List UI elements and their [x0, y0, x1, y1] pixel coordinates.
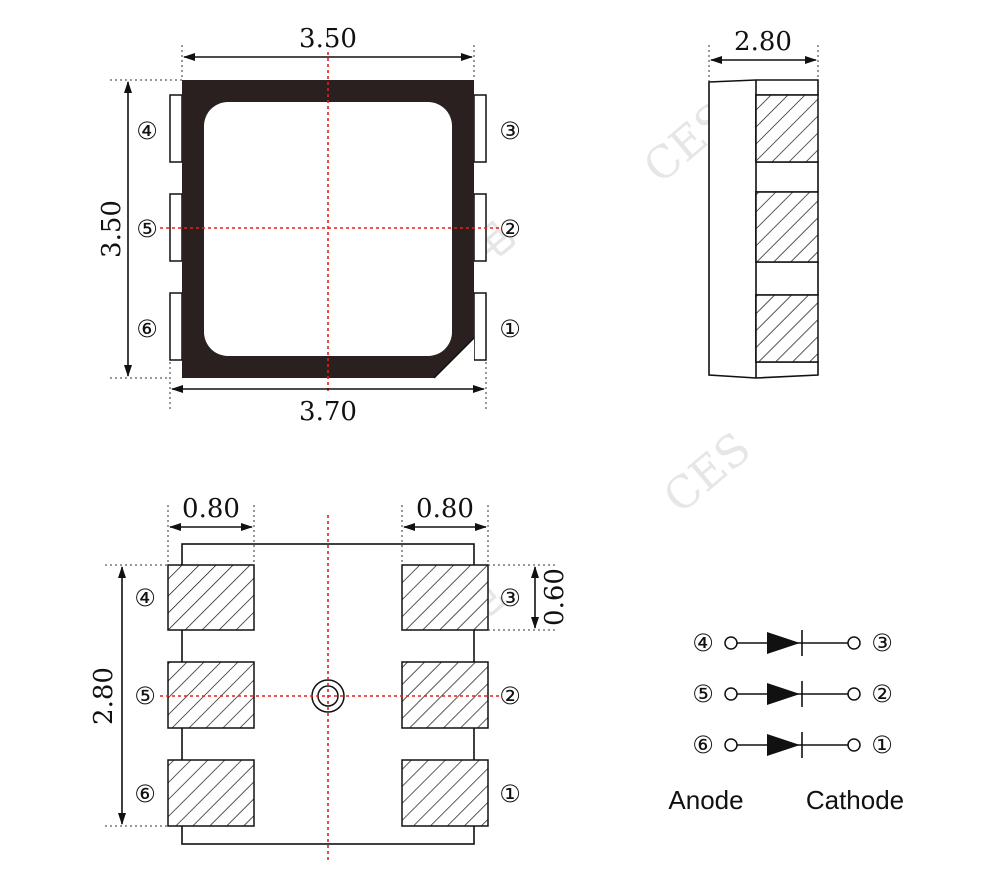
bottom-pin-label-1: ① [499, 780, 521, 808]
terminal-icon [724, 738, 738, 752]
side-pad-middle [755, 191, 819, 263]
diode-row: ⑥ ① [692, 731, 893, 759]
watermark-ces-2: CES [654, 423, 760, 524]
terminal-icon [847, 636, 861, 650]
bottom-pad-5 [167, 661, 255, 729]
bottom-pin-label-2: ② [499, 682, 521, 710]
bottom-pad-4 [167, 564, 255, 631]
bottom-pin-label-5: ⑤ [134, 682, 156, 710]
dim-pad-width-right: 0.80 [416, 494, 474, 524]
schematic-cathode-pin: ③ [871, 629, 893, 657]
schematic-anode-pin: ⑥ [692, 731, 714, 759]
top-pin-label-5: ⑤ [136, 215, 158, 243]
schematic-cathode-pin: ② [871, 680, 893, 708]
cathode-label: Cathode [806, 785, 904, 815]
diode-row: ④ ③ [692, 629, 893, 657]
dim-pad-width-left: 0.80 [182, 494, 240, 524]
bottom-pin-label-6: ⑥ [134, 780, 156, 808]
dim-side-width: 2.80 [734, 27, 792, 57]
dim-top-width: 3.50 [299, 24, 357, 54]
bottom-pin-label-3: ③ [499, 584, 521, 612]
bottom-pin-label-4: ④ [134, 584, 156, 612]
terminal-icon [724, 636, 738, 650]
dim-top-height: 3.50 [97, 200, 127, 258]
side-pad-bottom [755, 294, 819, 363]
schematic: ④ ③ ⑤ ② ⑥ ① Anode Cath [668, 629, 904, 815]
dim-pitch: 2.80 [89, 667, 119, 725]
terminal-icon [847, 738, 861, 752]
bottom-pad-2 [401, 661, 489, 729]
top-pin-label-2: ② [499, 215, 521, 243]
top-pin-6 [169, 292, 183, 361]
top-view: 3.50 3.50 3.70 ④ ⑤ ⑥ ③ ② ① [97, 24, 521, 427]
top-pin-label-4: ④ [136, 117, 158, 145]
anode-label: Anode [668, 785, 743, 815]
schematic-anode-pin: ⑤ [692, 680, 714, 708]
bottom-pad-6 [167, 759, 255, 827]
side-pad-top [755, 94, 819, 163]
top-pin-3 [473, 94, 487, 163]
diode-icon [767, 734, 800, 756]
dim-pad-height: 0.60 [540, 568, 570, 626]
terminal-icon [724, 687, 738, 701]
schematic-anode-pin: ④ [692, 629, 714, 657]
bottom-pad-3 [401, 564, 489, 631]
schematic-cathode-pin: ① [871, 731, 893, 759]
top-pin-label-6: ⑥ [136, 315, 158, 343]
top-pin-4 [169, 94, 183, 163]
diode-icon [767, 632, 800, 654]
bottom-pad-1 [401, 759, 489, 827]
top-pin-label-3: ③ [499, 117, 521, 145]
diode-icon [767, 683, 800, 705]
terminal-icon [847, 687, 861, 701]
top-pin-label-1: ① [499, 315, 521, 343]
dim-bottom-width: 3.70 [299, 397, 357, 427]
bottom-view: 0.80 0.80 0.60 2.80 ④ ⑤ ⑥ ③ ② ① [89, 494, 570, 860]
diode-row: ⑤ ② [692, 680, 893, 708]
side-view: 2.80 [708, 27, 819, 379]
top-pin-1 [473, 292, 487, 361]
